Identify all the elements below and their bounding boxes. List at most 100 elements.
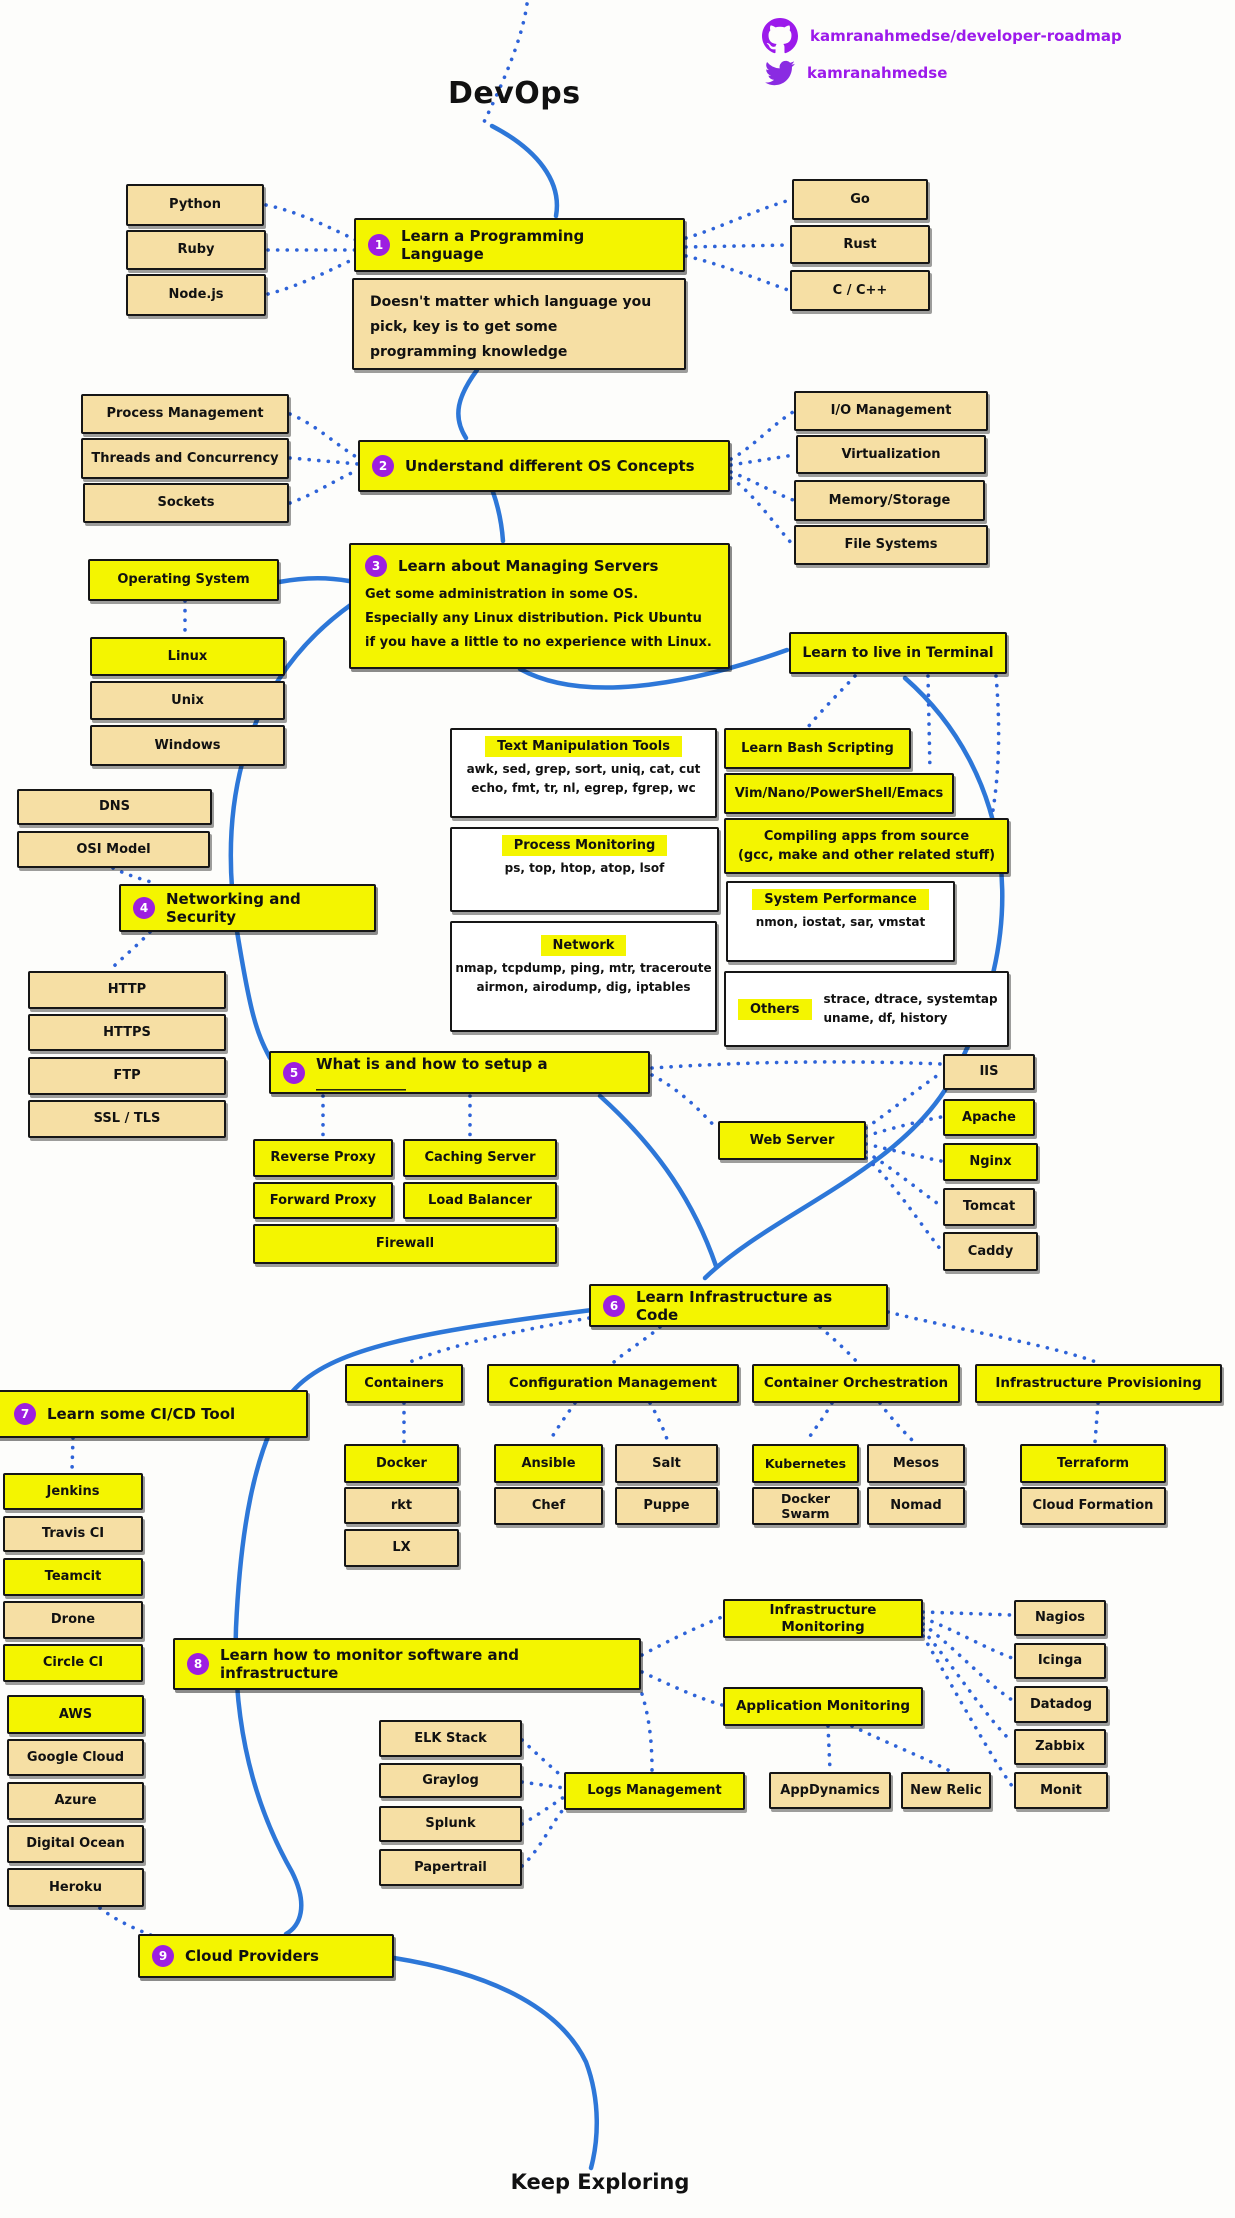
node-threads-concurrency[interactable]: Threads and Concurrency [81, 438, 289, 479]
node-firewall[interactable]: Firewall [253, 1224, 557, 1264]
node-docker[interactable]: Docker [344, 1444, 459, 1483]
section-6-infrastructure-as-code[interactable]: 6 Learn Infrastructure as Code [589, 1284, 888, 1327]
node-infrastructure-monitoring[interactable]: Infrastructure Monitoring [723, 1599, 923, 1638]
node-digital-ocean[interactable]: Digital Ocean [7, 1825, 144, 1863]
node-infrastructure-provisioning[interactable]: Infrastructure Provisioning [975, 1364, 1222, 1403]
node-reverse-proxy[interactable]: Reverse Proxy [253, 1139, 393, 1177]
node-load-balancer[interactable]: Load Balancer [403, 1182, 557, 1219]
group-others[interactable]: Others strace, dtrace, systemtap uname, … [724, 971, 1009, 1047]
node-compiling-from-source[interactable]: Compiling apps from source (gcc, make an… [724, 818, 1009, 874]
node-ftp[interactable]: FTP [28, 1057, 226, 1095]
node-puppet[interactable]: Puppe [615, 1487, 718, 1525]
node-nagios[interactable]: Nagios [1014, 1600, 1106, 1636]
node-tomcat[interactable]: Tomcat [943, 1188, 1035, 1226]
node-terraform[interactable]: Terraform [1020, 1444, 1166, 1483]
node-new-relic[interactable]: New Relic [901, 1772, 991, 1809]
group-network-tools[interactable]: Network nmap, tcpdump, ping, mtr, tracer… [450, 921, 717, 1032]
node-memory-storage[interactable]: Memory/Storage [794, 480, 985, 521]
node-editors[interactable]: Vim/Nano/PowerShell/Emacs [724, 773, 954, 814]
section-1-programming-language[interactable]: 1 Learn a Programming Language [354, 218, 685, 272]
node-ssl-tls[interactable]: SSL / TLS [28, 1100, 226, 1138]
node-iis[interactable]: IIS [943, 1054, 1035, 1090]
node-web-server[interactable]: Web Server [718, 1121, 866, 1160]
node-rkt[interactable]: rkt [344, 1487, 459, 1524]
node-virtualization[interactable]: Virtualization [796, 435, 986, 474]
node-nodejs[interactable]: Node.js [126, 274, 266, 316]
node-papertrail[interactable]: Papertrail [379, 1849, 522, 1886]
node-docker-swarm[interactable]: Docker Swarm [752, 1487, 859, 1525]
node-apache[interactable]: Apache [943, 1099, 1035, 1136]
node-azure[interactable]: Azure [7, 1782, 144, 1820]
node-go[interactable]: Go [792, 179, 928, 220]
node-elk-stack[interactable]: ELK Stack [379, 1720, 522, 1757]
section-2-title: Understand different OS Concepts [405, 457, 695, 475]
group-text-manipulation[interactable]: Text Manipulation Tools awk, sed, grep, … [450, 728, 717, 818]
section-2-os-concepts[interactable]: 2 Understand different OS Concepts [358, 440, 730, 492]
node-lx[interactable]: LX [344, 1529, 459, 1567]
node-forward-proxy[interactable]: Forward Proxy [253, 1182, 393, 1219]
section-4-networking-security[interactable]: 4 Networking and Security [119, 884, 376, 932]
node-zabbix[interactable]: Zabbix [1014, 1729, 1106, 1765]
section-8-monitoring[interactable]: 8 Learn how to monitor software and infr… [173, 1638, 641, 1690]
node-logs-management[interactable]: Logs Management [564, 1772, 745, 1810]
twitter-icon [765, 60, 795, 86]
node-graylog[interactable]: Graylog [379, 1763, 522, 1798]
node-live-in-terminal[interactable]: Learn to live in Terminal [789, 632, 1007, 674]
node-c-cpp[interactable]: C / C++ [790, 270, 930, 311]
node-unix[interactable]: Unix [90, 681, 285, 720]
node-splunk[interactable]: Splunk [379, 1806, 522, 1842]
node-linux[interactable]: Linux [90, 637, 285, 676]
others-line1: strace, dtrace, systemtap [823, 991, 998, 1006]
group-system-performance[interactable]: System Performance nmon, iostat, sar, vm… [726, 881, 955, 962]
node-nginx[interactable]: Nginx [943, 1143, 1038, 1181]
github-link[interactable]: kamranahmedse/developer-roadmap [762, 18, 1122, 54]
section-7-cicd[interactable]: 7 Learn some CI/CD Tool [0, 1390, 308, 1438]
node-heroku[interactable]: Heroku [7, 1868, 144, 1907]
section-9-cloud-providers[interactable]: 9 Cloud Providers [138, 1934, 394, 1978]
node-circle-ci[interactable]: Circle CI [3, 1644, 143, 1682]
node-io-management[interactable]: I/O Management [794, 391, 988, 431]
node-containers[interactable]: Containers [345, 1364, 463, 1403]
node-container-orchestration[interactable]: Container Orchestration [752, 1364, 960, 1403]
node-mesos[interactable]: Mesos [867, 1444, 965, 1483]
node-rust[interactable]: Rust [790, 225, 930, 264]
node-jenkins[interactable]: Jenkins [3, 1473, 143, 1510]
node-datadog[interactable]: Datadog [1014, 1686, 1108, 1723]
node-http[interactable]: HTTP [28, 971, 226, 1009]
node-icinga[interactable]: Icinga [1014, 1643, 1106, 1679]
node-caddy[interactable]: Caddy [943, 1232, 1038, 1271]
node-file-systems[interactable]: File Systems [794, 525, 988, 565]
node-google-cloud[interactable]: Google Cloud [7, 1739, 144, 1776]
node-https[interactable]: HTTPS [28, 1014, 226, 1051]
node-application-monitoring[interactable]: Application Monitoring [723, 1687, 923, 1726]
node-process-management[interactable]: Process Management [81, 394, 289, 434]
section-5-setup[interactable]: 5 What is and how to setup a ___________… [269, 1051, 650, 1094]
node-drone[interactable]: Drone [3, 1601, 143, 1639]
system-performance-line1: nmon, iostat, sar, vmstat [755, 915, 926, 929]
node-bash-scripting[interactable]: Learn Bash Scripting [724, 728, 911, 769]
twitter-link[interactable]: kamranahmedse [765, 58, 947, 88]
group-process-monitoring[interactable]: Process Monitoring ps, top, htop, atop, … [450, 827, 719, 912]
node-windows[interactable]: Windows [90, 725, 285, 766]
node-travis-ci[interactable]: Travis CI [3, 1516, 143, 1552]
node-ansible[interactable]: Ansible [494, 1444, 603, 1483]
node-osi-model[interactable]: OSI Model [17, 831, 210, 868]
node-dns[interactable]: DNS [17, 789, 212, 825]
node-appdynamics[interactable]: AppDynamics [769, 1772, 891, 1809]
node-monit[interactable]: Monit [1014, 1772, 1108, 1809]
node-salt[interactable]: Salt [615, 1444, 718, 1483]
node-nomad[interactable]: Nomad [867, 1487, 965, 1525]
node-teamcity[interactable]: Teamcit [3, 1558, 143, 1596]
node-ruby[interactable]: Ruby [126, 230, 266, 270]
node-configuration-management[interactable]: Configuration Management [487, 1364, 739, 1403]
section-3-managing-servers[interactable]: 3 Learn about Managing Servers Get some … [349, 543, 730, 669]
node-aws[interactable]: AWS [7, 1695, 144, 1734]
section-1-badge: 1 [368, 234, 390, 256]
node-chef[interactable]: Chef [494, 1487, 603, 1525]
node-caching-server[interactable]: Caching Server [403, 1139, 557, 1177]
node-python[interactable]: Python [126, 184, 264, 226]
node-sockets[interactable]: Sockets [83, 483, 289, 523]
node-operating-system[interactable]: Operating System [88, 559, 279, 601]
node-cloud-formation[interactable]: Cloud Formation [1020, 1487, 1166, 1525]
node-kubernetes[interactable]: Kubernetes [752, 1444, 859, 1483]
